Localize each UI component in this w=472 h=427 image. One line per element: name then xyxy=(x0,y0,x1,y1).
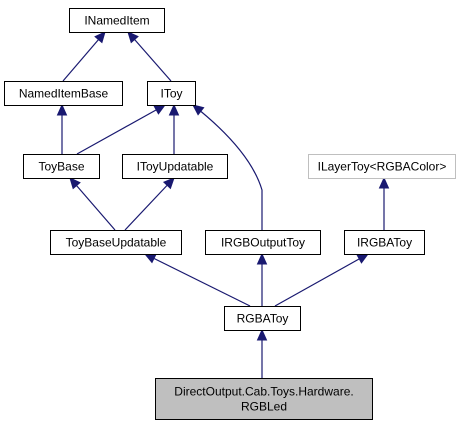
inheritance-arrow-itoyupdatable-to-itoy xyxy=(168,103,180,154)
class-box xyxy=(122,154,228,179)
edge-line xyxy=(69,177,116,231)
class-name-label: IToyUpdatable xyxy=(137,160,214,174)
class-box xyxy=(344,230,425,255)
class-node-rgbatoy[interactable]: RGBAToy xyxy=(224,306,301,331)
edge-line xyxy=(62,31,106,82)
edges-layer xyxy=(56,31,390,378)
edge-line xyxy=(274,253,369,307)
class-node-irgbatoy[interactable]: IRGBAToy xyxy=(344,230,425,255)
edge-line xyxy=(144,253,251,307)
arrowhead-icon xyxy=(143,253,157,264)
arrowhead-icon xyxy=(256,252,268,265)
inheritance-arrow-itoy-to-inameditem xyxy=(127,31,172,82)
class-name-label: ToyBaseUpdatable xyxy=(66,236,167,250)
class-node-nameditembase[interactable]: NamedItemBase xyxy=(4,81,123,106)
class-box xyxy=(4,81,123,106)
edge-line xyxy=(192,104,263,230)
arrowhead-icon xyxy=(94,31,106,44)
class-name-label: INamedItem xyxy=(84,14,149,28)
class-node-irgboutputtoy[interactable]: IRGBOutputToy xyxy=(205,230,321,255)
arrowhead-icon xyxy=(56,103,68,116)
arrowhead-icon xyxy=(378,176,390,189)
class-node-itoyupdatable[interactable]: IToyUpdatable xyxy=(122,154,228,179)
edge-line xyxy=(124,177,175,231)
class-node-toybase[interactable]: ToyBase xyxy=(23,154,100,179)
class-name-label: RGBAToy xyxy=(237,312,289,326)
class-name-label: IRGBAToy xyxy=(357,236,412,250)
inheritance-arrow-rgbatoy-to-irgbatoy xyxy=(274,253,370,307)
class-box xyxy=(69,8,165,33)
class-node-inameditem[interactable]: INamedItem xyxy=(69,8,165,33)
class-name-label: ILayerToy<RGBAColor> xyxy=(318,160,447,174)
class-name-label: RGBLed xyxy=(241,400,287,414)
arrowhead-icon xyxy=(256,328,268,341)
class-box xyxy=(308,154,456,179)
class-name-label: IRGBOutputToy xyxy=(221,236,305,250)
class-node-rgbled[interactable]: DirectOutput.Cab.Toys.Hardware.RGBLed xyxy=(155,378,373,420)
class-node-ilayertoy[interactable]: ILayerToy<RGBAColor> xyxy=(308,154,456,179)
inheritance-arrow-rgbatoy-to-toybaseupdatable xyxy=(143,253,251,307)
class-box xyxy=(224,306,301,331)
edge-line xyxy=(76,104,166,155)
inheritance-arrow-irgboutputtoy-to-itoy xyxy=(192,104,263,230)
arrowhead-icon xyxy=(192,104,205,116)
class-box xyxy=(50,230,182,255)
inheritance-arrow-nameditembase-to-inameditem xyxy=(62,31,106,82)
arrowhead-icon xyxy=(153,104,167,115)
edge-line xyxy=(127,31,172,82)
inheritance-arrow-toybaseupdatable-to-toybase xyxy=(69,177,116,231)
class-box xyxy=(147,81,196,106)
arrowhead-icon xyxy=(168,103,180,116)
class-box xyxy=(205,230,321,255)
inheritance-arrow-toybase-to-nameditembase xyxy=(56,103,68,154)
class-name-label: ToyBase xyxy=(38,160,84,174)
inheritance-arrow-rgbled-to-rgbatoy xyxy=(256,328,268,378)
inheritance-arrow-irgbatoy-to-ilayertoy xyxy=(378,176,390,230)
arrowhead-icon xyxy=(162,177,175,190)
arrowhead-icon xyxy=(356,253,370,264)
class-name-label: NamedItemBase xyxy=(19,87,109,101)
class-box xyxy=(23,154,100,179)
class-node-itoy[interactable]: IToy xyxy=(147,81,196,106)
class-node-toybaseupdatable[interactable]: ToyBaseUpdatable xyxy=(50,230,182,255)
class-name-label: IToy xyxy=(160,87,182,101)
inheritance-arrow-toybase-to-itoy xyxy=(76,104,167,155)
class-box xyxy=(155,378,373,420)
class-name-label: DirectOutput.Cab.Toys.Hardware. xyxy=(174,385,353,399)
arrowhead-icon xyxy=(69,177,81,190)
inheritance-arrow-toybaseupdatable-to-itoyupdatable xyxy=(124,177,175,231)
arrowhead-icon xyxy=(127,31,139,44)
inheritance-arrow-rgbatoy-to-irgboutputtoy xyxy=(256,252,268,306)
